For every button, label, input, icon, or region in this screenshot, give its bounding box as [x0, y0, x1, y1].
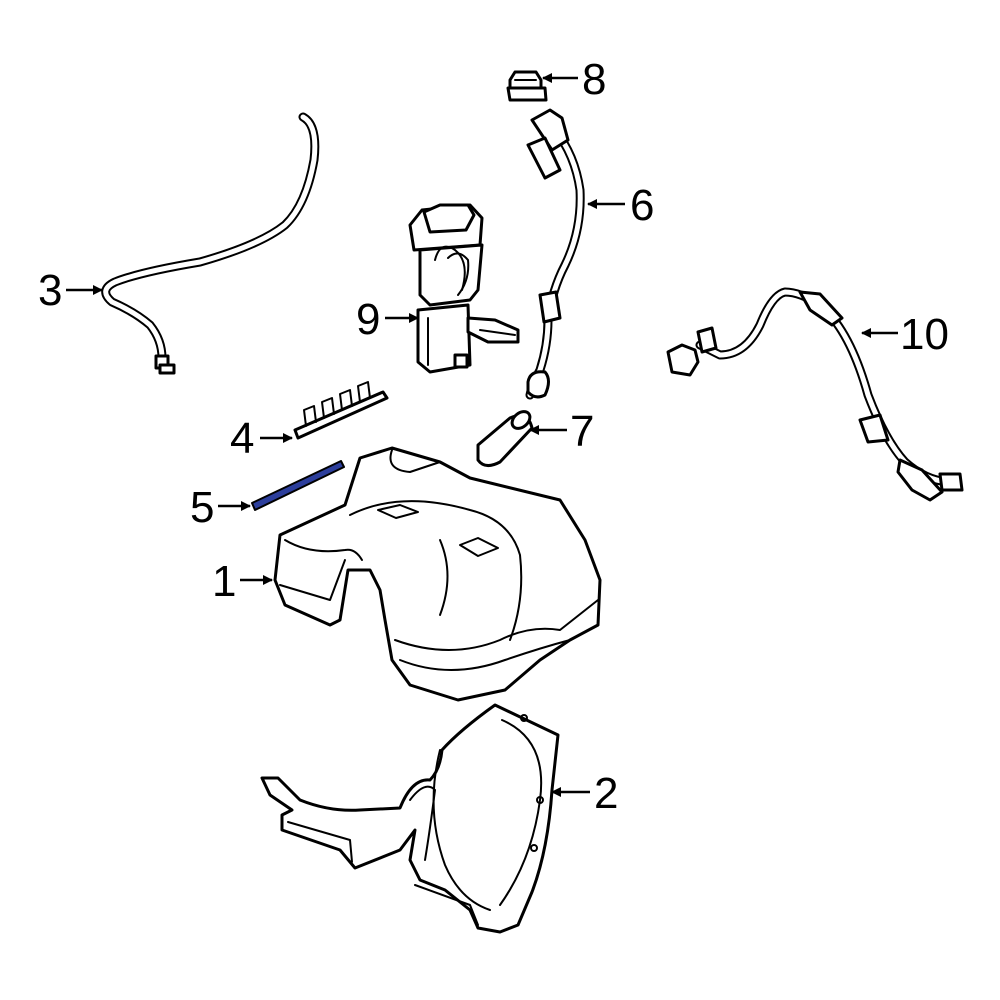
callout-8: 8 [582, 55, 606, 104]
callout-6: 6 [630, 181, 654, 230]
callout-9: 9 [356, 295, 380, 344]
part-9-fuel-pump-module [408, 203, 520, 374]
callout-10: 10 [900, 310, 949, 359]
callout-4: 4 [230, 414, 254, 463]
part-1-fuel-tank [273, 446, 602, 702]
part-3-vent-hose [101, 112, 320, 375]
part-7-connector-hose [476, 410, 534, 467]
part-10-wiring-harness [666, 287, 964, 502]
part-5-strap [251, 460, 345, 511]
callout-7: 7 [570, 407, 594, 456]
part-6-filler-neck [525, 108, 585, 400]
callout-2: 2 [594, 769, 618, 818]
part-4-heat-shield [293, 381, 389, 440]
callout-5: 5 [190, 483, 214, 532]
callout-1: 1 [212, 557, 236, 606]
part-8-filler-cap [506, 70, 548, 102]
part-2-tank-support [260, 703, 560, 934]
callout-numbers: 1 2 3 4 5 6 7 8 9 10 [38, 55, 949, 818]
callout-3: 3 [38, 266, 62, 315]
leader-lines [66, 73, 898, 797]
